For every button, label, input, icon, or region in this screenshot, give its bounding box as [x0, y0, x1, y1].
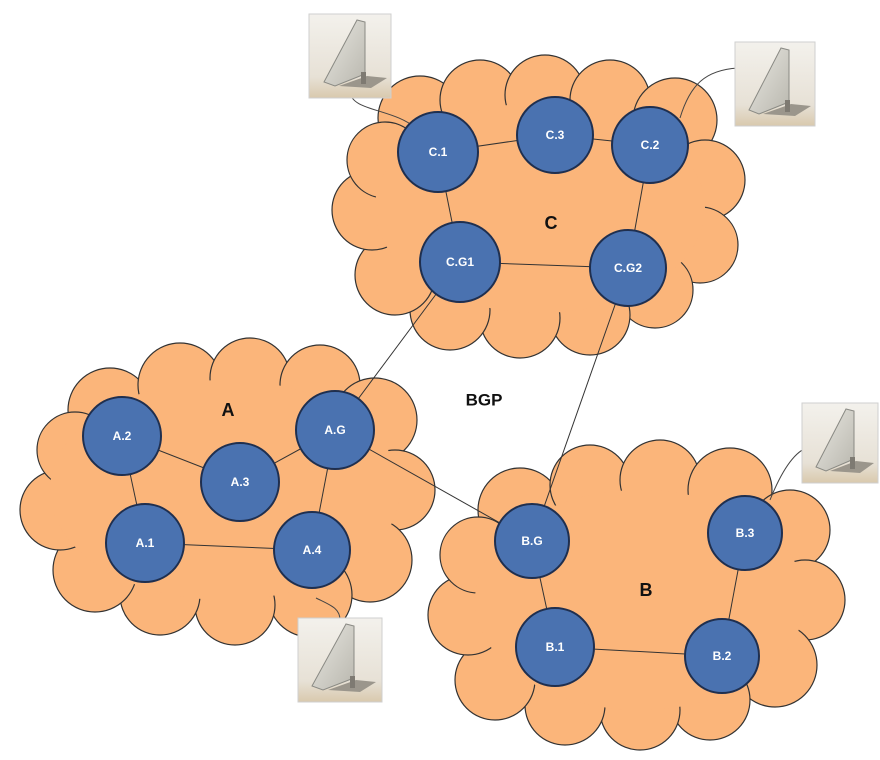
router-label: B.2 — [713, 649, 732, 663]
router-b1: B.1 — [515, 607, 595, 687]
router-node-icon — [515, 607, 595, 687]
router-bg: B.G — [494, 503, 570, 579]
router-label: C.G2 — [614, 261, 642, 275]
router-node-icon — [397, 111, 479, 193]
computer-icon — [801, 402, 879, 484]
router-label: B.3 — [736, 526, 755, 540]
router-label: C.3 — [546, 128, 565, 142]
router-label: C.1 — [429, 145, 448, 159]
router-c1: C.1 — [397, 111, 479, 193]
cloud-label-b: B — [640, 580, 653, 600]
router-node-icon — [707, 495, 783, 571]
router-a2: A.2 — [82, 396, 162, 476]
router-label: A.4 — [303, 543, 322, 557]
router-node-icon — [295, 390, 375, 470]
cloud-as-b — [427, 439, 846, 751]
router-label: A.2 — [113, 429, 132, 443]
cloud-label-c: C — [545, 213, 558, 233]
router-label: A.1 — [136, 536, 155, 550]
router-cg2: C.G2 — [589, 229, 667, 307]
bgp-label: BGP — [466, 391, 503, 410]
router-node-icon — [200, 442, 280, 522]
router-node-icon — [516, 96, 594, 174]
router-label: B.1 — [546, 640, 565, 654]
router-label: A.G — [324, 423, 345, 437]
router-b2: B.2 — [684, 618, 760, 694]
router-node-icon — [419, 221, 501, 303]
router-node-icon — [105, 503, 185, 583]
router-c2: C.2 — [611, 106, 689, 184]
router-node-icon — [611, 106, 689, 184]
cloud-label-a: A — [222, 400, 235, 420]
router-label: C.G1 — [446, 255, 474, 269]
router-node-icon — [589, 229, 667, 307]
router-a4: A.4 — [273, 511, 351, 589]
link-cg2-bg — [531, 267, 629, 542]
router-cg1: C.G1 — [419, 221, 501, 303]
wire-host-a4 — [315, 597, 341, 621]
router-node-icon — [82, 396, 162, 476]
router-node-icon — [494, 503, 570, 579]
computer-icon — [308, 13, 392, 99]
router-label: C.2 — [641, 138, 660, 152]
computer-icon — [297, 617, 383, 703]
router-c3: C.3 — [516, 96, 594, 174]
router-label: A.3 — [231, 475, 250, 489]
router-node-icon — [684, 618, 760, 694]
router-a1: A.1 — [105, 503, 185, 583]
router-b3: B.3 — [707, 495, 783, 571]
router-node-icon — [273, 511, 351, 589]
router-ag: A.G — [295, 390, 375, 470]
router-a3: A.3 — [200, 442, 280, 522]
computer-icon — [734, 41, 816, 127]
wire-host-c2 — [679, 67, 739, 119]
router-label: B.G — [521, 534, 542, 548]
